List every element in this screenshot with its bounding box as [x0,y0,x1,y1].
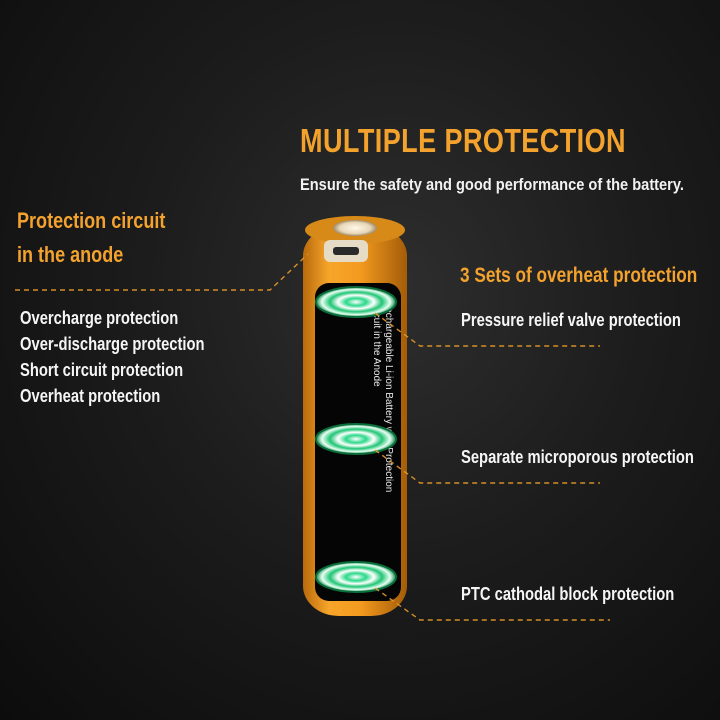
list-item: Over-discharge protection [20,334,205,354]
protection-item-ptc: PTC cathodal block protection [461,584,675,604]
protection-ring-top [315,286,397,318]
list-item: Overheat protection [20,386,161,406]
leader-lines [15,253,610,621]
protection-item-microporous: Separate microporous protection [461,447,694,467]
left-heading-line2: in the anode [17,242,124,267]
leader-line-ptc [374,587,610,621]
leader-line-anode [15,253,309,291]
right-heading: 3 Sets of overheat protection [460,264,698,287]
page-subtitle: Ensure the safety and good performance o… [300,175,684,194]
leader-line-valve [374,312,600,347]
list-item: Short circuit protection [20,360,184,380]
list-item: Overcharge protection [20,308,179,328]
page-title: MULTIPLE PROTECTION [300,122,626,159]
leader-line-microporous [374,449,600,484]
protection-ring-bottom [315,561,397,593]
anode-protection-list: Overcharge protection Over-discharge pro… [20,305,245,409]
protection-item-pressure-valve: Pressure relief valve protection [461,310,681,330]
positive-cap [333,220,377,236]
left-heading-line1: Protection circuit [17,208,166,233]
battery-body: Rechargeable Li-ion Battery with Protect… [303,216,407,616]
protection-ring-middle [315,423,397,455]
battery-label-line1: Rechargeable Li-ion Battery with Protect… [383,300,394,492]
battery-label-line2: Circuit in the Anode [371,300,382,387]
